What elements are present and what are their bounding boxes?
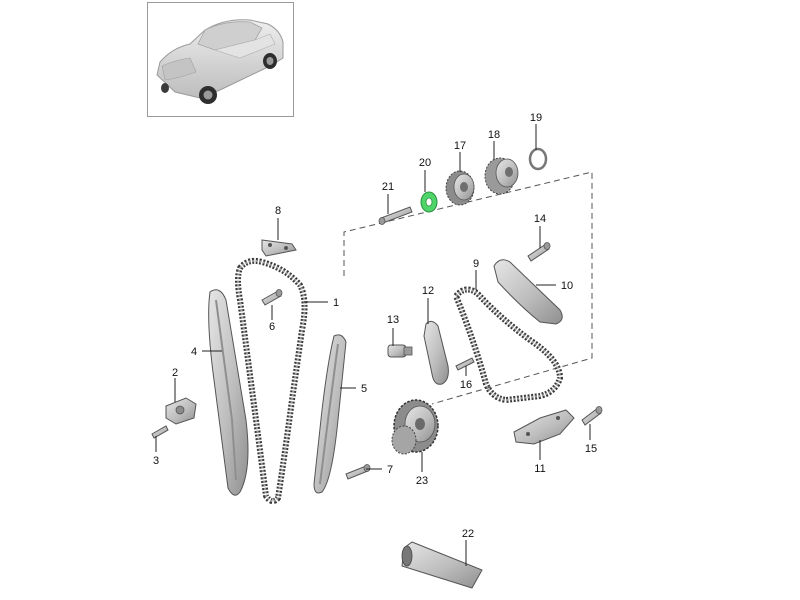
callout-4: 4 (191, 346, 197, 358)
callout-12: 12 (422, 285, 434, 297)
part-17-sprocket (445, 170, 475, 206)
callout-7: 7 (387, 464, 393, 476)
part-9-secondary-chain (453, 286, 563, 403)
part-4-tensioner-rail (208, 289, 249, 496)
part-22-sealant-tube (401, 541, 483, 589)
callout-6: 6 (269, 321, 275, 333)
part-18-camshaft-adjuster (484, 157, 519, 195)
leader-lines (155, 124, 591, 566)
part-8-bracket (261, 239, 297, 257)
part-14-bolt (527, 242, 551, 262)
part-12-secondary-tensioner-rail (423, 320, 449, 385)
callout-18: 18 (488, 129, 500, 141)
callout-2: 2 (172, 367, 178, 379)
callout-17: 17 (454, 140, 466, 152)
callout-3: 3 (153, 455, 159, 467)
camshaft-assembly-dashed-boundary (343, 171, 593, 405)
part-13-secondary-chain-tensioner (387, 344, 413, 358)
callout-22: 22 (462, 528, 474, 540)
callout-labels: 1 2 3 4 5 6 7 8 9 10 11 12 13 14 15 16 1… (153, 112, 597, 540)
part-20-washer (420, 191, 438, 213)
callout-1: 1 (333, 297, 339, 309)
part-5-guide-rail (313, 334, 347, 494)
part-21-bolt (378, 206, 413, 225)
part-10-upper-guide-rail (493, 259, 563, 325)
callout-15: 15 (585, 443, 597, 455)
callout-11: 11 (534, 463, 545, 475)
part-7-bolt (345, 464, 371, 480)
vehicle-thumbnail (147, 2, 294, 117)
callout-10: 10 (561, 280, 573, 292)
callout-20: 20 (419, 157, 431, 169)
callout-19: 19 (530, 112, 542, 124)
callout-9: 9 (473, 258, 479, 270)
part-15-bolt (581, 406, 603, 426)
part-11-lower-guide-rail (513, 409, 575, 445)
car-icon (156, 19, 284, 104)
part-19-seal-ring (528, 147, 548, 171)
part-16-bolt (455, 357, 475, 371)
callout-14: 14 (534, 213, 546, 225)
callout-23: 23 (416, 475, 428, 487)
callout-16: 16 (460, 379, 472, 391)
callout-13: 13 (387, 314, 399, 326)
callout-5: 5 (361, 383, 367, 395)
part-3-bolt (151, 425, 169, 439)
callout-8: 8 (275, 205, 281, 217)
part-1-timing-chain (235, 257, 308, 504)
callout-21: 21 (382, 181, 394, 193)
part-23-crankshaft-sprocket (391, 399, 439, 455)
part-6-bolt (261, 289, 283, 306)
part-2-chain-tensioner (165, 397, 197, 425)
